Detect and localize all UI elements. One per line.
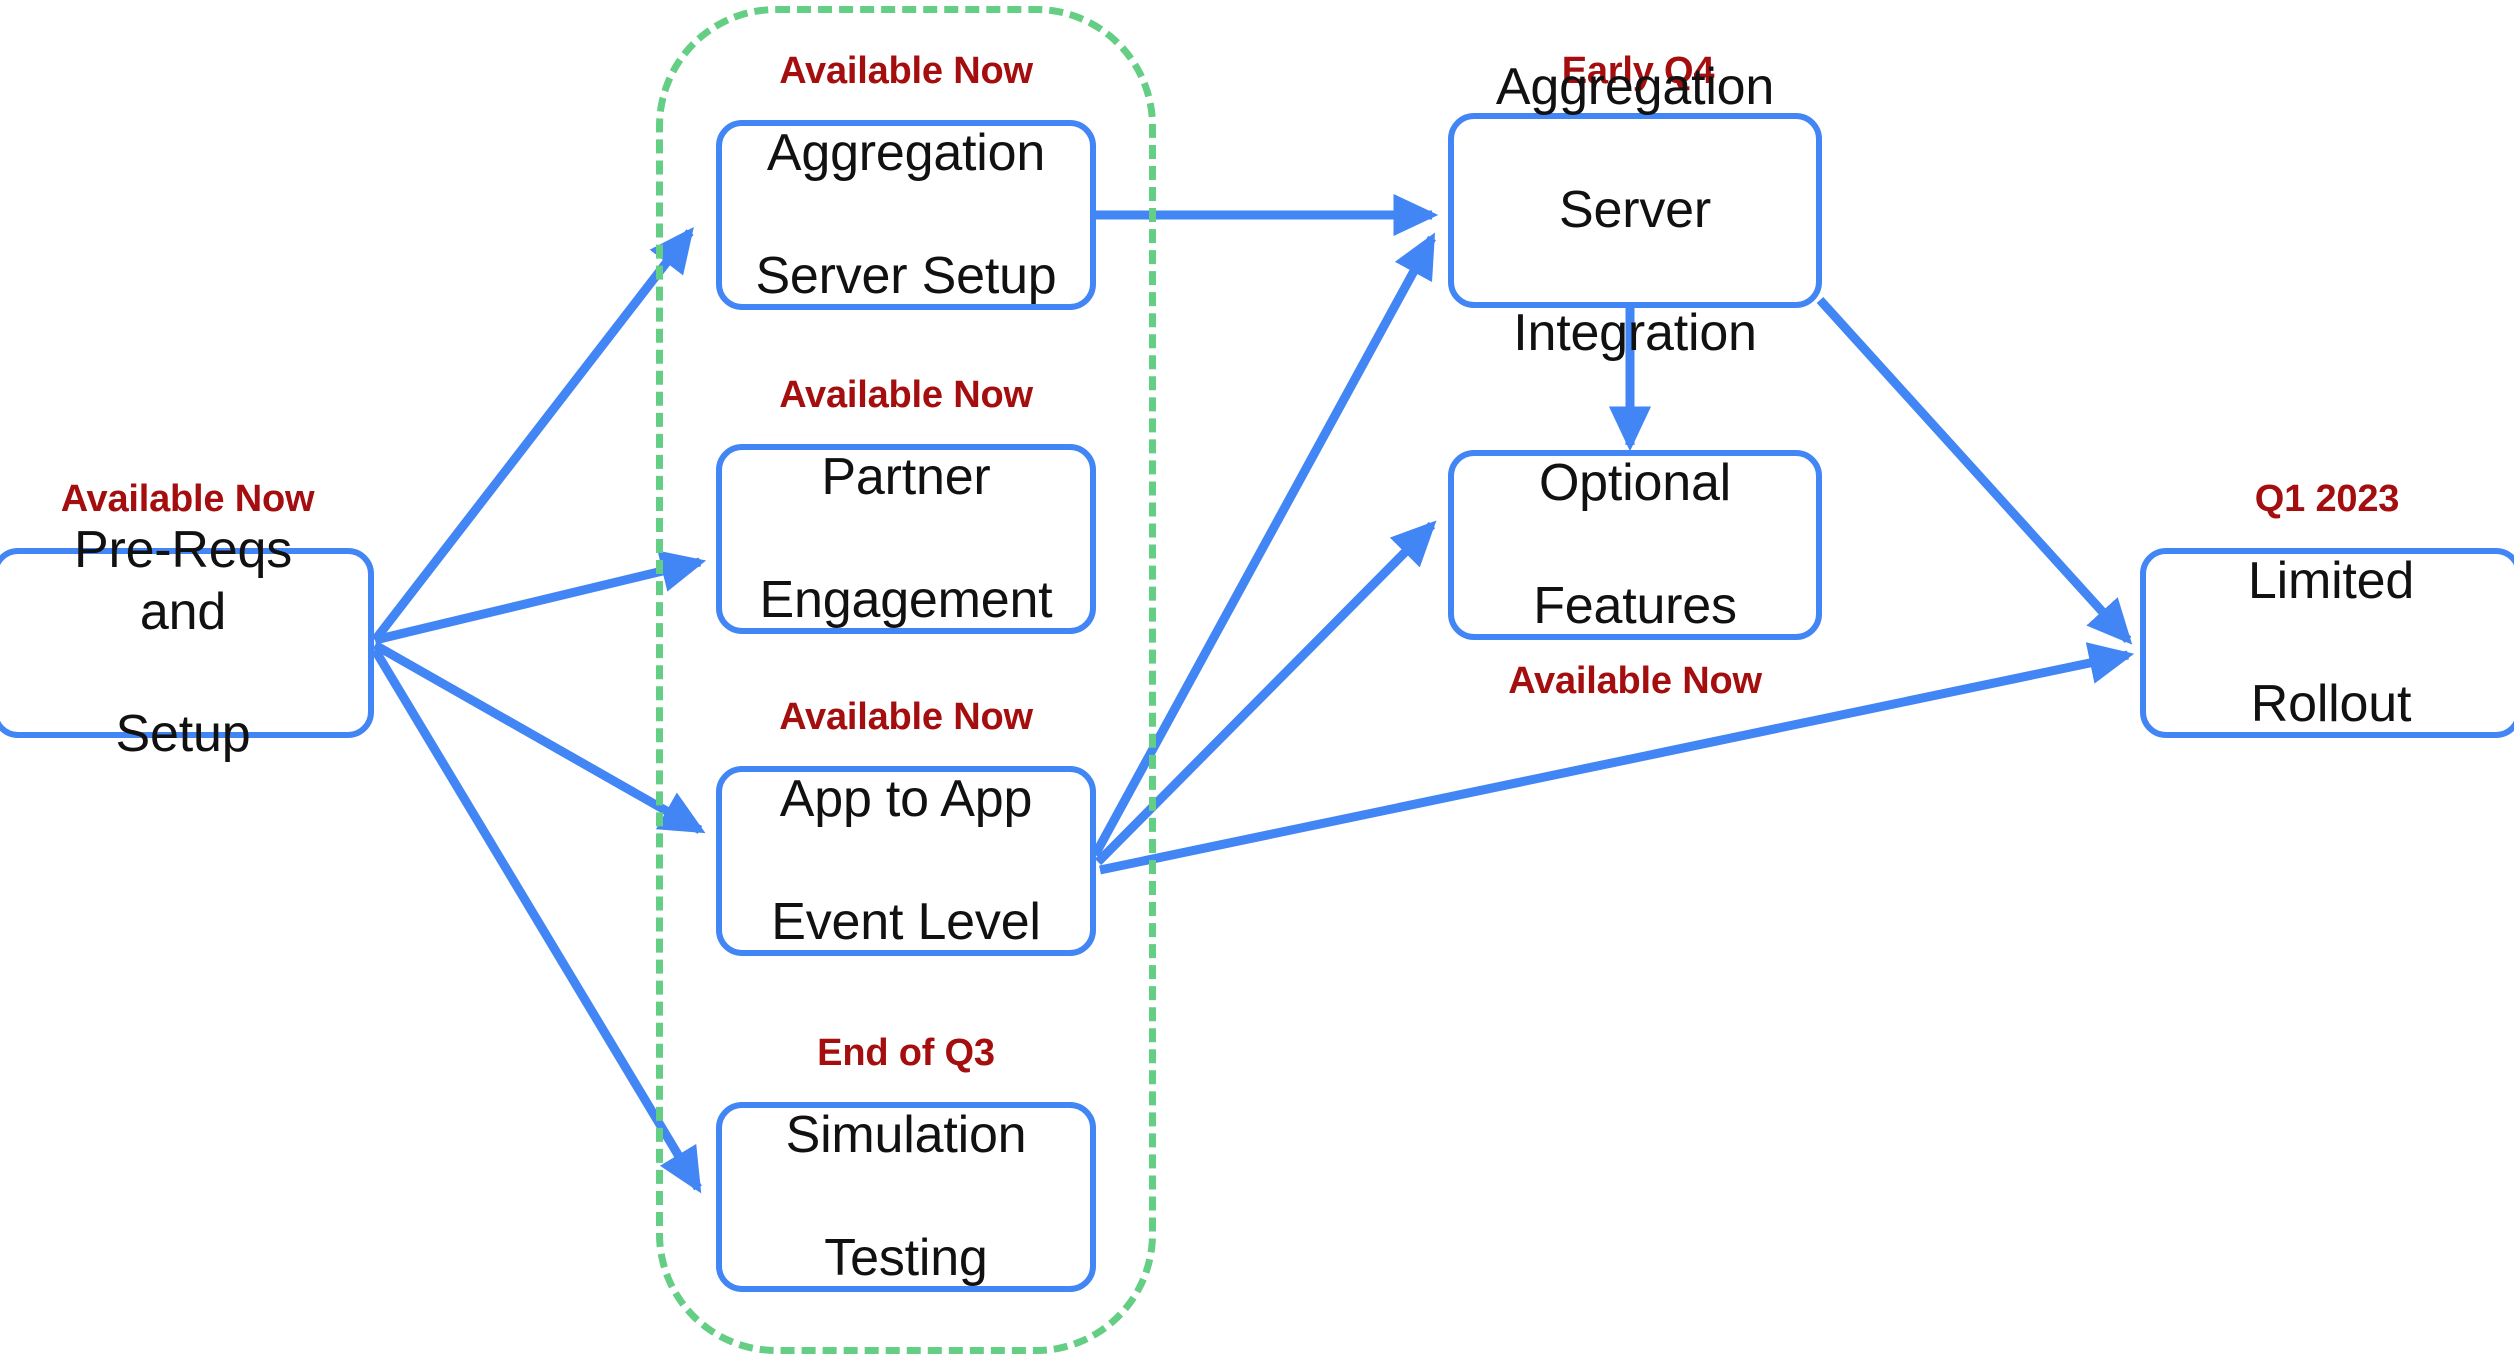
timing-label-agg-integration: Early Q4 xyxy=(1561,50,1715,92)
edge-pre-reqs-to-simulation xyxy=(371,647,702,1194)
edge-pre-reqs-to-partner xyxy=(373,550,707,645)
edge-agg-integration-to-rollout xyxy=(1816,296,2133,645)
timing-label-simulation: End of Q3 xyxy=(817,1032,995,1074)
timing-label-optional: Available Now xyxy=(1508,660,1762,702)
edge-pre-reqs-to-agg-setup xyxy=(371,227,694,643)
timing-label-partner: Available Now xyxy=(779,374,1033,416)
timing-label-app-to-app: Available Now xyxy=(779,696,1033,738)
edge-pre-reqs-to-app-to-app xyxy=(372,641,706,834)
available-now-group xyxy=(656,6,1156,1354)
timing-label-rollout: Q1 2023 xyxy=(2254,478,2400,520)
timing-label-agg-setup: Available Now xyxy=(779,50,1033,92)
timing-label-pre-reqs: Available Now xyxy=(60,478,315,520)
edge-app-to-app-to-rollout xyxy=(1099,642,2135,875)
